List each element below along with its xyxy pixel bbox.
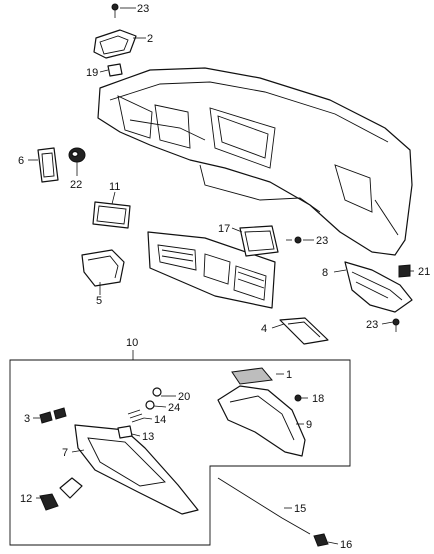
part-9-frame — [217, 385, 306, 457]
leader-lines — [28, 7, 414, 545]
label-23-mid: 23 — [316, 235, 328, 247]
part-24-washer — [145, 400, 155, 410]
label-23-top: 23 — [137, 3, 149, 15]
part-3-latch — [39, 407, 67, 424]
part-21-clip — [398, 264, 411, 278]
part-11-panel — [92, 201, 131, 229]
label-16: 16 — [340, 539, 352, 551]
label-10: 10 — [126, 337, 138, 349]
part-8-trim — [344, 261, 413, 313]
part-12-lock — [39, 477, 83, 511]
label-15: 15 — [294, 503, 306, 515]
label-2: 2 — [147, 33, 153, 45]
label-17: 17 — [218, 223, 230, 235]
label-7: 7 — [62, 447, 68, 459]
label-23-right: 23 — [366, 319, 378, 331]
part-5-pocket — [81, 249, 125, 287]
center-console — [147, 231, 276, 309]
dashboard-panel — [97, 67, 413, 256]
part-17-switch — [239, 225, 279, 257]
label-13: 13 — [142, 431, 154, 443]
label-18: 18 — [312, 393, 324, 405]
label-11: 11 — [109, 181, 120, 193]
bolt-23-right — [392, 318, 400, 332]
label-21: 21 — [418, 266, 430, 278]
part-4-bracket — [279, 317, 329, 345]
label-12: 12 — [20, 493, 32, 505]
label-3: 3 — [24, 413, 30, 425]
label-19: 19 — [86, 67, 98, 79]
part-18-screw — [294, 394, 308, 402]
label-6: 6 — [18, 155, 24, 167]
label-24: 24 — [168, 402, 180, 414]
part-7-door — [74, 424, 199, 515]
bolt-23-mid — [286, 236, 302, 244]
label-14: 14 — [154, 414, 166, 426]
part-1-pad — [231, 367, 273, 385]
label-9: 9 — [306, 419, 312, 431]
part-15-cable — [217, 477, 311, 535]
part-6-switch — [37, 147, 59, 183]
part-14-spring — [127, 409, 145, 423]
part-13-pin — [117, 425, 133, 439]
part-16-clip — [313, 533, 329, 547]
part-20-nut — [152, 387, 162, 397]
label-5: 5 — [96, 295, 102, 307]
bolt-23-top — [111, 3, 119, 18]
label-20: 20 — [178, 391, 190, 403]
part-19-clip — [107, 63, 123, 77]
label-8: 8 — [322, 267, 328, 279]
label-4: 4 — [261, 323, 267, 335]
part-22-knob — [68, 147, 86, 163]
part-2-lid — [93, 29, 137, 59]
callout-labels: 23 2 19 6 22 11 5 17 23 8 21 4 23 10 1 1… — [18, 3, 430, 551]
glovebox-assembly-frame — [9, 350, 351, 546]
label-1: 1 — [286, 369, 292, 381]
label-22: 22 — [70, 179, 82, 191]
